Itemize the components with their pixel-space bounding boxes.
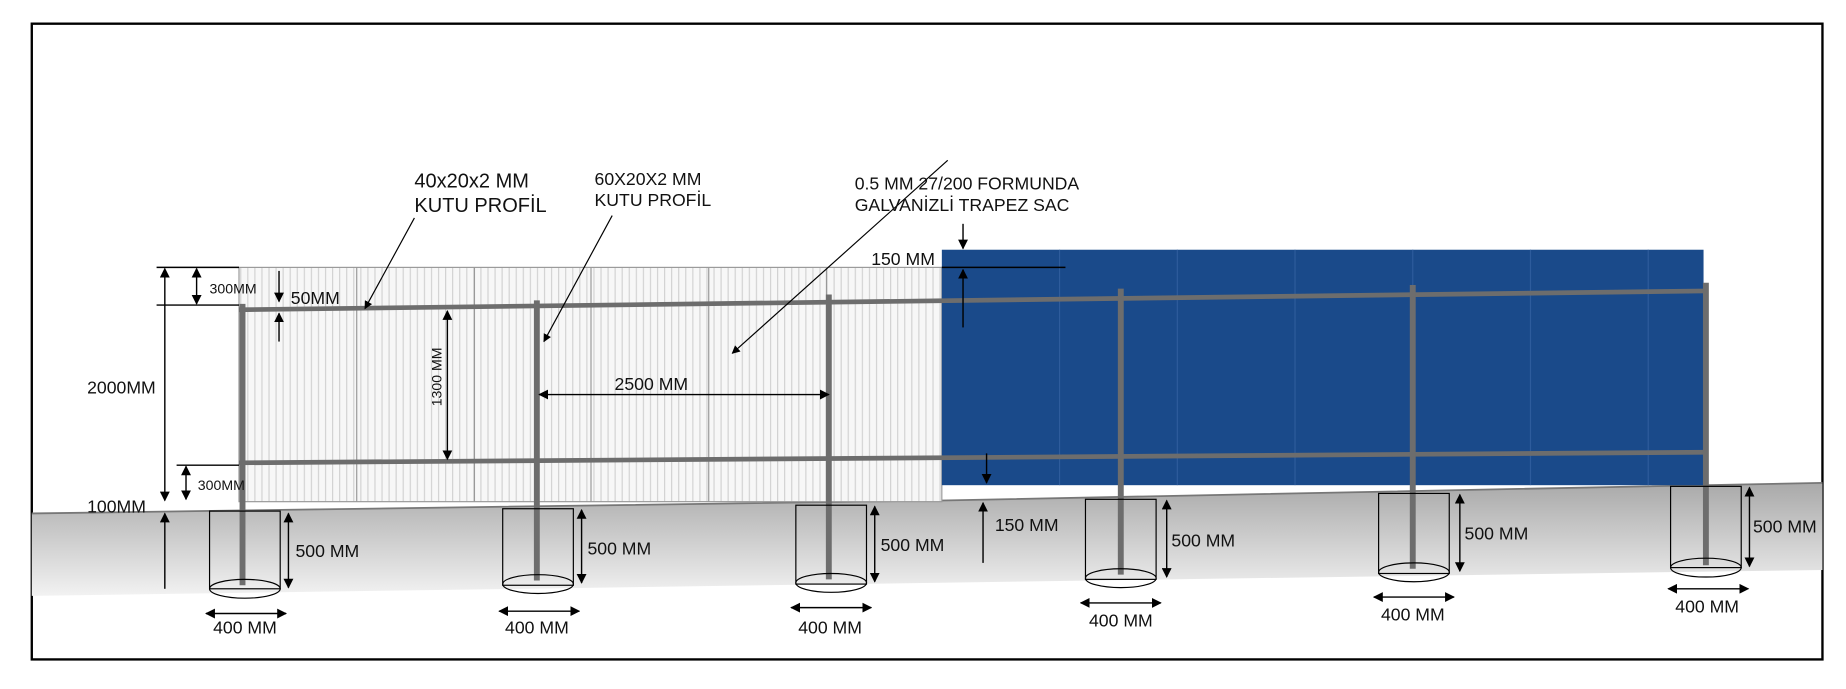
footings <box>208 485 1742 599</box>
footing-width-dims <box>205 583 1750 619</box>
label-footing-depth-5: 500 MM <box>1465 523 1529 543</box>
label-sheet-type: GALVANİZLİ TRAPEZ SAC <box>855 195 1070 215</box>
ground <box>31 482 1823 596</box>
label-footing-depth-3: 500 MM <box>881 535 945 555</box>
top-rail <box>238 288 1706 313</box>
label-40-profile-size: 40x20x2 MM <box>414 170 529 192</box>
label-dim-150-top: 150 MM <box>871 249 935 269</box>
label-sheet-spec: 0.5 MM 27/200 FORMUNDA <box>855 174 1080 194</box>
label-footing-width-2: 400 MM <box>505 618 569 638</box>
leader-sheet <box>731 159 949 354</box>
label-dim-300-top: 300MM <box>210 280 257 296</box>
label-60-profile-size: 60X20X2 MM <box>595 169 702 189</box>
label-footing-width-3: 400 MM <box>798 618 862 638</box>
label-dim-2500: 2500 MM <box>615 374 689 394</box>
label-dim-150-bottom: 150 MM <box>995 515 1059 535</box>
label-footing-depth-6: 500 MM <box>1753 516 1817 536</box>
label-40-profile-type: KUTU PROFİL <box>414 194 546 217</box>
label-dim-50: 50MM <box>291 288 340 308</box>
bottom-rail <box>238 449 1706 466</box>
label-dim-2000: 2000MM <box>87 377 156 397</box>
blue-painted-sheet-panel <box>941 249 1704 486</box>
label-footing-width-5: 400 MM <box>1381 605 1445 625</box>
label-60-profile-type: KUTU PROFİL <box>595 190 712 210</box>
label-dim-1300: 1300 MM <box>428 347 444 406</box>
label-dim-100: 100MM <box>87 496 146 516</box>
label-footing-width-4: 400 MM <box>1089 610 1153 630</box>
label-footing-depth-4: 500 MM <box>1171 530 1235 550</box>
label-footing-depth-2: 500 MM <box>587 539 651 559</box>
footing-depth-dims <box>283 486 1755 589</box>
label-footing-width-1: 400 MM <box>213 618 277 638</box>
label-footing-width-6: 400 MM <box>1675 596 1739 616</box>
leader-40-profile <box>364 217 415 310</box>
label-footing-depth-1: 500 MM <box>296 541 360 561</box>
post-group <box>239 282 1709 586</box>
label-dim-300-bottom: 300MM <box>198 477 245 493</box>
leader-60-profile <box>543 215 613 343</box>
